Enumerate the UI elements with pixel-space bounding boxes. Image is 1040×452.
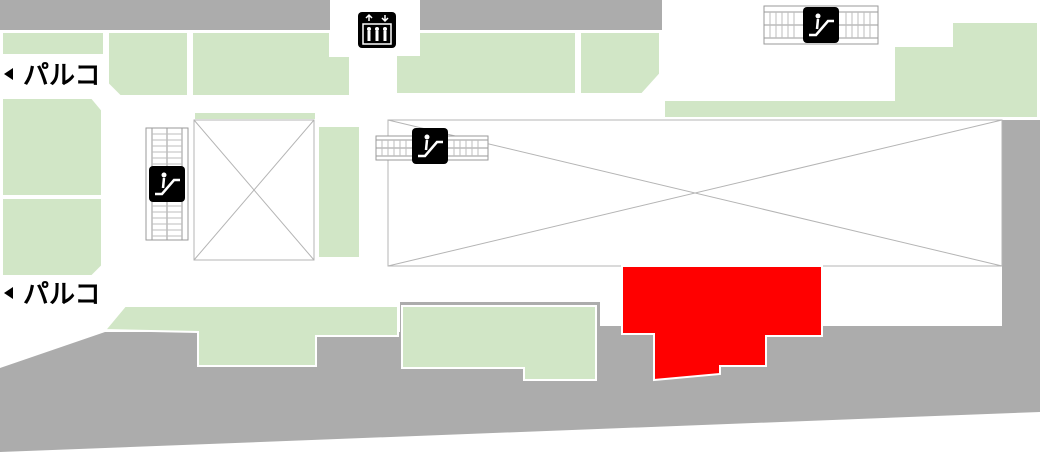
void-boxes [193,119,1003,267]
left-arrow-icon [4,67,13,80]
parco-label-bottom: パルコ [23,280,101,310]
shop-top-5[interactable] [579,31,661,95]
escalator-top-right[interactable] [763,5,879,45]
escalator-icon [412,128,448,164]
shop-left-1[interactable] [1,97,103,197]
shop-top-3[interactable] [191,31,351,97]
shop-center-right[interactable] [317,125,361,259]
highlighted-shop[interactable] [621,265,823,382]
escalator-center[interactable] [375,128,489,164]
escalator-left[interactable] [145,127,189,241]
left-arrow-icon [4,286,13,299]
shop-top-2[interactable] [107,31,189,97]
void-large-cross-2 [387,119,1003,267]
shop-strip-center[interactable] [193,111,317,121]
shop-bottom-1[interactable] [102,305,399,367]
shop-top-4[interactable] [395,31,577,95]
parco-link-top[interactable]: パルコ [4,63,100,89]
shop-right-top[interactable] [663,21,1039,119]
void-center-cross-2 [193,119,315,261]
shop-top-left-strip[interactable] [1,31,105,56]
escalator-icon [803,7,839,43]
elevator[interactable] [330,0,420,56]
escalator-icon [149,166,185,202]
parco-link-bottom[interactable]: パルコ [4,282,100,308]
shop-bottom-2[interactable] [401,305,597,381]
void-center-box [193,119,315,261]
parco-label-top: パルコ [23,61,101,91]
elevator-icon [358,12,396,48]
shop-left-2[interactable] [1,197,103,277]
